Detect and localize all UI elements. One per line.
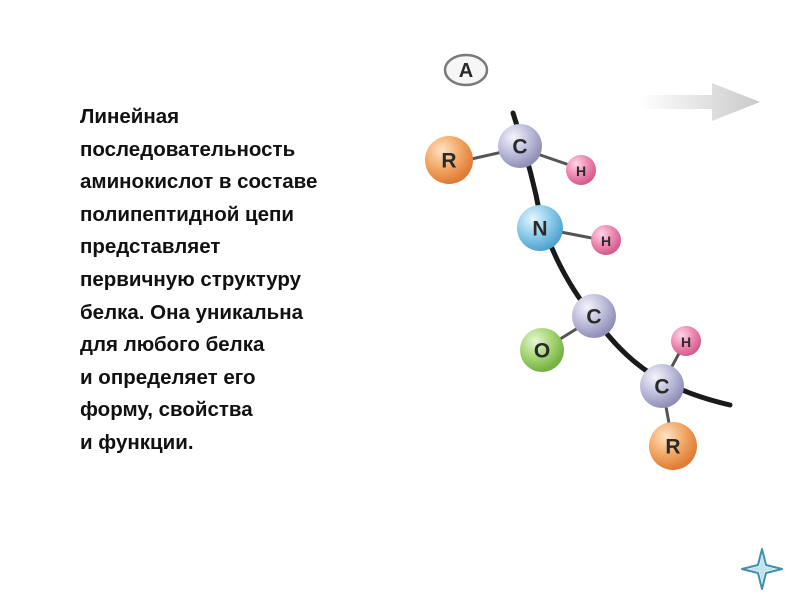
description-line: Линейная [80, 105, 180, 128]
atom-r-top-label: R [441, 150, 456, 173]
atom-c-bottom-label: C [654, 376, 669, 399]
description-line: форму, свойства [80, 398, 253, 422]
atom-r-bottom: R [649, 422, 697, 470]
badge-a-label: A [459, 60, 473, 82]
atom-n-label: N [532, 218, 547, 241]
atom-h-bottom: H [671, 326, 701, 356]
description-line: полипептидной цепи [80, 202, 295, 226]
direction-arrow [640, 83, 760, 121]
description-line: аминокислот в составе [80, 170, 318, 194]
atom-n: N [517, 205, 563, 251]
description-line: последовательность [80, 137, 296, 161]
description-line: представляет [80, 235, 221, 259]
atom-h-middle-label: H [601, 233, 611, 249]
atom-c-middle-label: C [586, 306, 601, 329]
atom-r-top: R [425, 136, 473, 184]
badge-a: A [443, 53, 489, 87]
atom-h-middle: H [591, 225, 621, 255]
description-text: Линейная последовательность аминокислот … [80, 101, 410, 460]
atom-c-top-label: C [512, 136, 527, 159]
atom-o: O [520, 328, 564, 372]
polypeptide-chain-diagram: A R H C H N O C H [425, 53, 760, 470]
description-line: для любого белка [80, 333, 265, 357]
atom-r-bottom-label: R [665, 436, 680, 459]
atom-h-bottom-label: H [681, 334, 691, 350]
description-line: белка. Она уникальна [80, 300, 304, 324]
atom-h-top: H [566, 155, 596, 185]
atom-o-label: O [534, 340, 550, 363]
description-line: и функции. [80, 430, 194, 454]
four-point-star-icon[interactable] [740, 547, 784, 591]
atom-h-top-label: H [576, 163, 586, 179]
atom-c-top: C [498, 124, 542, 168]
description-line: первичную структуру [80, 267, 302, 291]
atom-c-middle: C [572, 294, 616, 338]
atom-c-bottom: C [640, 364, 684, 408]
description-line: и определяет его [80, 365, 256, 389]
